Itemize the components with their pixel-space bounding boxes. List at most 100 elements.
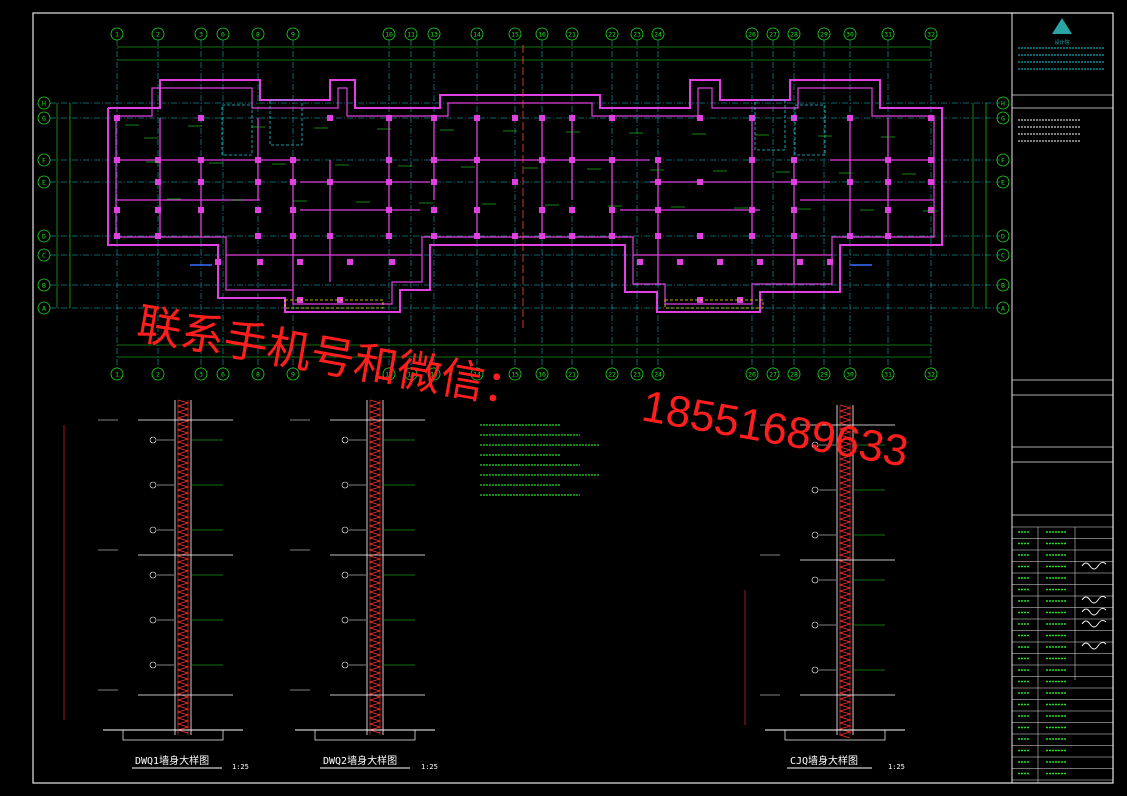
grid-bubble-label: 1 <box>115 371 119 379</box>
structural-column <box>155 207 161 213</box>
grid-bubble-label: G <box>42 115 46 123</box>
grid-bubble <box>630 367 644 381</box>
structural-column <box>327 179 333 185</box>
structural-column <box>114 207 120 213</box>
grid-bubble-label: H <box>1001 100 1005 108</box>
structural-column <box>255 157 261 163</box>
structural-column <box>386 207 392 213</box>
grid-bubble <box>565 27 579 41</box>
grid-bubble-label: 3 <box>199 31 203 39</box>
structural-column <box>847 115 853 121</box>
grid-bubble <box>37 278 51 292</box>
grid-bubble <box>404 367 418 381</box>
structural-column <box>885 207 891 213</box>
grid-bubble <box>508 367 522 381</box>
structural-column <box>749 207 755 213</box>
grid-bubble-label: 28 <box>790 371 798 379</box>
grid-bubble-label: 2 <box>156 371 160 379</box>
structural-column <box>655 157 661 163</box>
structural-column <box>569 207 575 213</box>
grid-bubble-label: 24 <box>654 371 662 379</box>
wall-sections <box>63 399 905 741</box>
grid-bubble-label: B <box>42 282 46 290</box>
grid-bubble <box>996 229 1010 243</box>
structural-column <box>827 259 833 265</box>
structural-column <box>539 233 545 239</box>
structural-column <box>255 207 261 213</box>
structural-column <box>155 179 161 185</box>
structural-column <box>198 207 204 213</box>
structural-column <box>791 115 797 121</box>
signature <box>1081 561 1107 570</box>
structural-column <box>928 115 934 121</box>
floor-plan: 1122336688991010111113131414151516162121… <box>37 27 1010 381</box>
structural-column <box>290 233 296 239</box>
grid-bubble-label: 6 <box>221 31 225 39</box>
grid-bubble <box>745 27 759 41</box>
structural-column <box>198 179 204 185</box>
structural-column <box>655 179 661 185</box>
structural-column <box>717 259 723 265</box>
rebar <box>838 404 852 739</box>
grid-bubble-label: 28 <box>790 31 798 39</box>
structural-column <box>512 115 518 121</box>
grid-bubble-label: 9 <box>291 371 295 379</box>
structural-column <box>155 233 161 239</box>
structural-column <box>257 259 263 265</box>
structural-column <box>290 179 296 185</box>
section-marker <box>341 661 349 669</box>
stair-shaft <box>754 99 786 151</box>
grid-bubble-label: 15 <box>511 31 519 39</box>
section-marker <box>811 576 819 584</box>
section-marker <box>149 661 157 669</box>
structural-column <box>791 233 797 239</box>
structural-column <box>539 115 545 121</box>
section-title-cjq: CJQ墙身大样图 <box>790 754 858 767</box>
structural-column <box>474 207 480 213</box>
structural-column <box>474 115 480 121</box>
structural-column <box>885 233 891 239</box>
structural-column <box>697 179 703 185</box>
grid-bubble <box>286 27 300 41</box>
section-marker <box>811 486 819 494</box>
grid-bubble-label: 2 <box>156 31 160 39</box>
structural-column <box>512 233 518 239</box>
structural-column <box>569 233 575 239</box>
structural-column <box>928 157 934 163</box>
grid-bubble <box>843 367 857 381</box>
grid-bubble <box>996 278 1010 292</box>
grid-bubble-label: 9 <box>291 31 295 39</box>
grid-bubble-label: 31 <box>884 31 892 39</box>
section-titles: DWQ1墙身大样图 1:25 DWQ2墙身大样图 1:25 CJQ墙身大样图 1… <box>132 754 905 771</box>
grid-bubble-label: 27 <box>769 371 777 379</box>
section-marker <box>149 571 157 579</box>
structural-column <box>155 157 161 163</box>
grid-bubble <box>404 27 418 41</box>
grid-bubble-label: 29 <box>820 31 828 39</box>
structural-column <box>327 233 333 239</box>
grid-bubble <box>194 27 208 41</box>
structural-column <box>215 259 221 265</box>
structural-column <box>474 157 480 163</box>
grid-bubble-label: 11 <box>407 31 415 39</box>
section-marker <box>149 481 157 489</box>
structural-column <box>885 179 891 185</box>
watermark-text-line1: 联系手机号和微信： <box>133 300 531 417</box>
grid-bubble <box>766 27 780 41</box>
grid-bubble-label: 8 <box>256 31 260 39</box>
grid-bubble-label: 30 <box>846 31 854 39</box>
grid-bubble <box>151 27 165 41</box>
structural-column <box>198 115 204 121</box>
grid-bubble <box>37 229 51 243</box>
grid-bubble <box>470 27 484 41</box>
grid-bubble-label: 21 <box>568 31 576 39</box>
grid-bubble <box>843 27 857 41</box>
structural-column <box>386 115 392 121</box>
drawing-frame <box>32 12 1114 784</box>
section-marker <box>341 436 349 444</box>
watermark: 联系手机号和微信： 18551689633 <box>133 300 912 477</box>
structural-column <box>885 157 891 163</box>
grid-bubble <box>37 111 51 125</box>
grid-bubble <box>470 367 484 381</box>
grid-bubble <box>881 367 895 381</box>
